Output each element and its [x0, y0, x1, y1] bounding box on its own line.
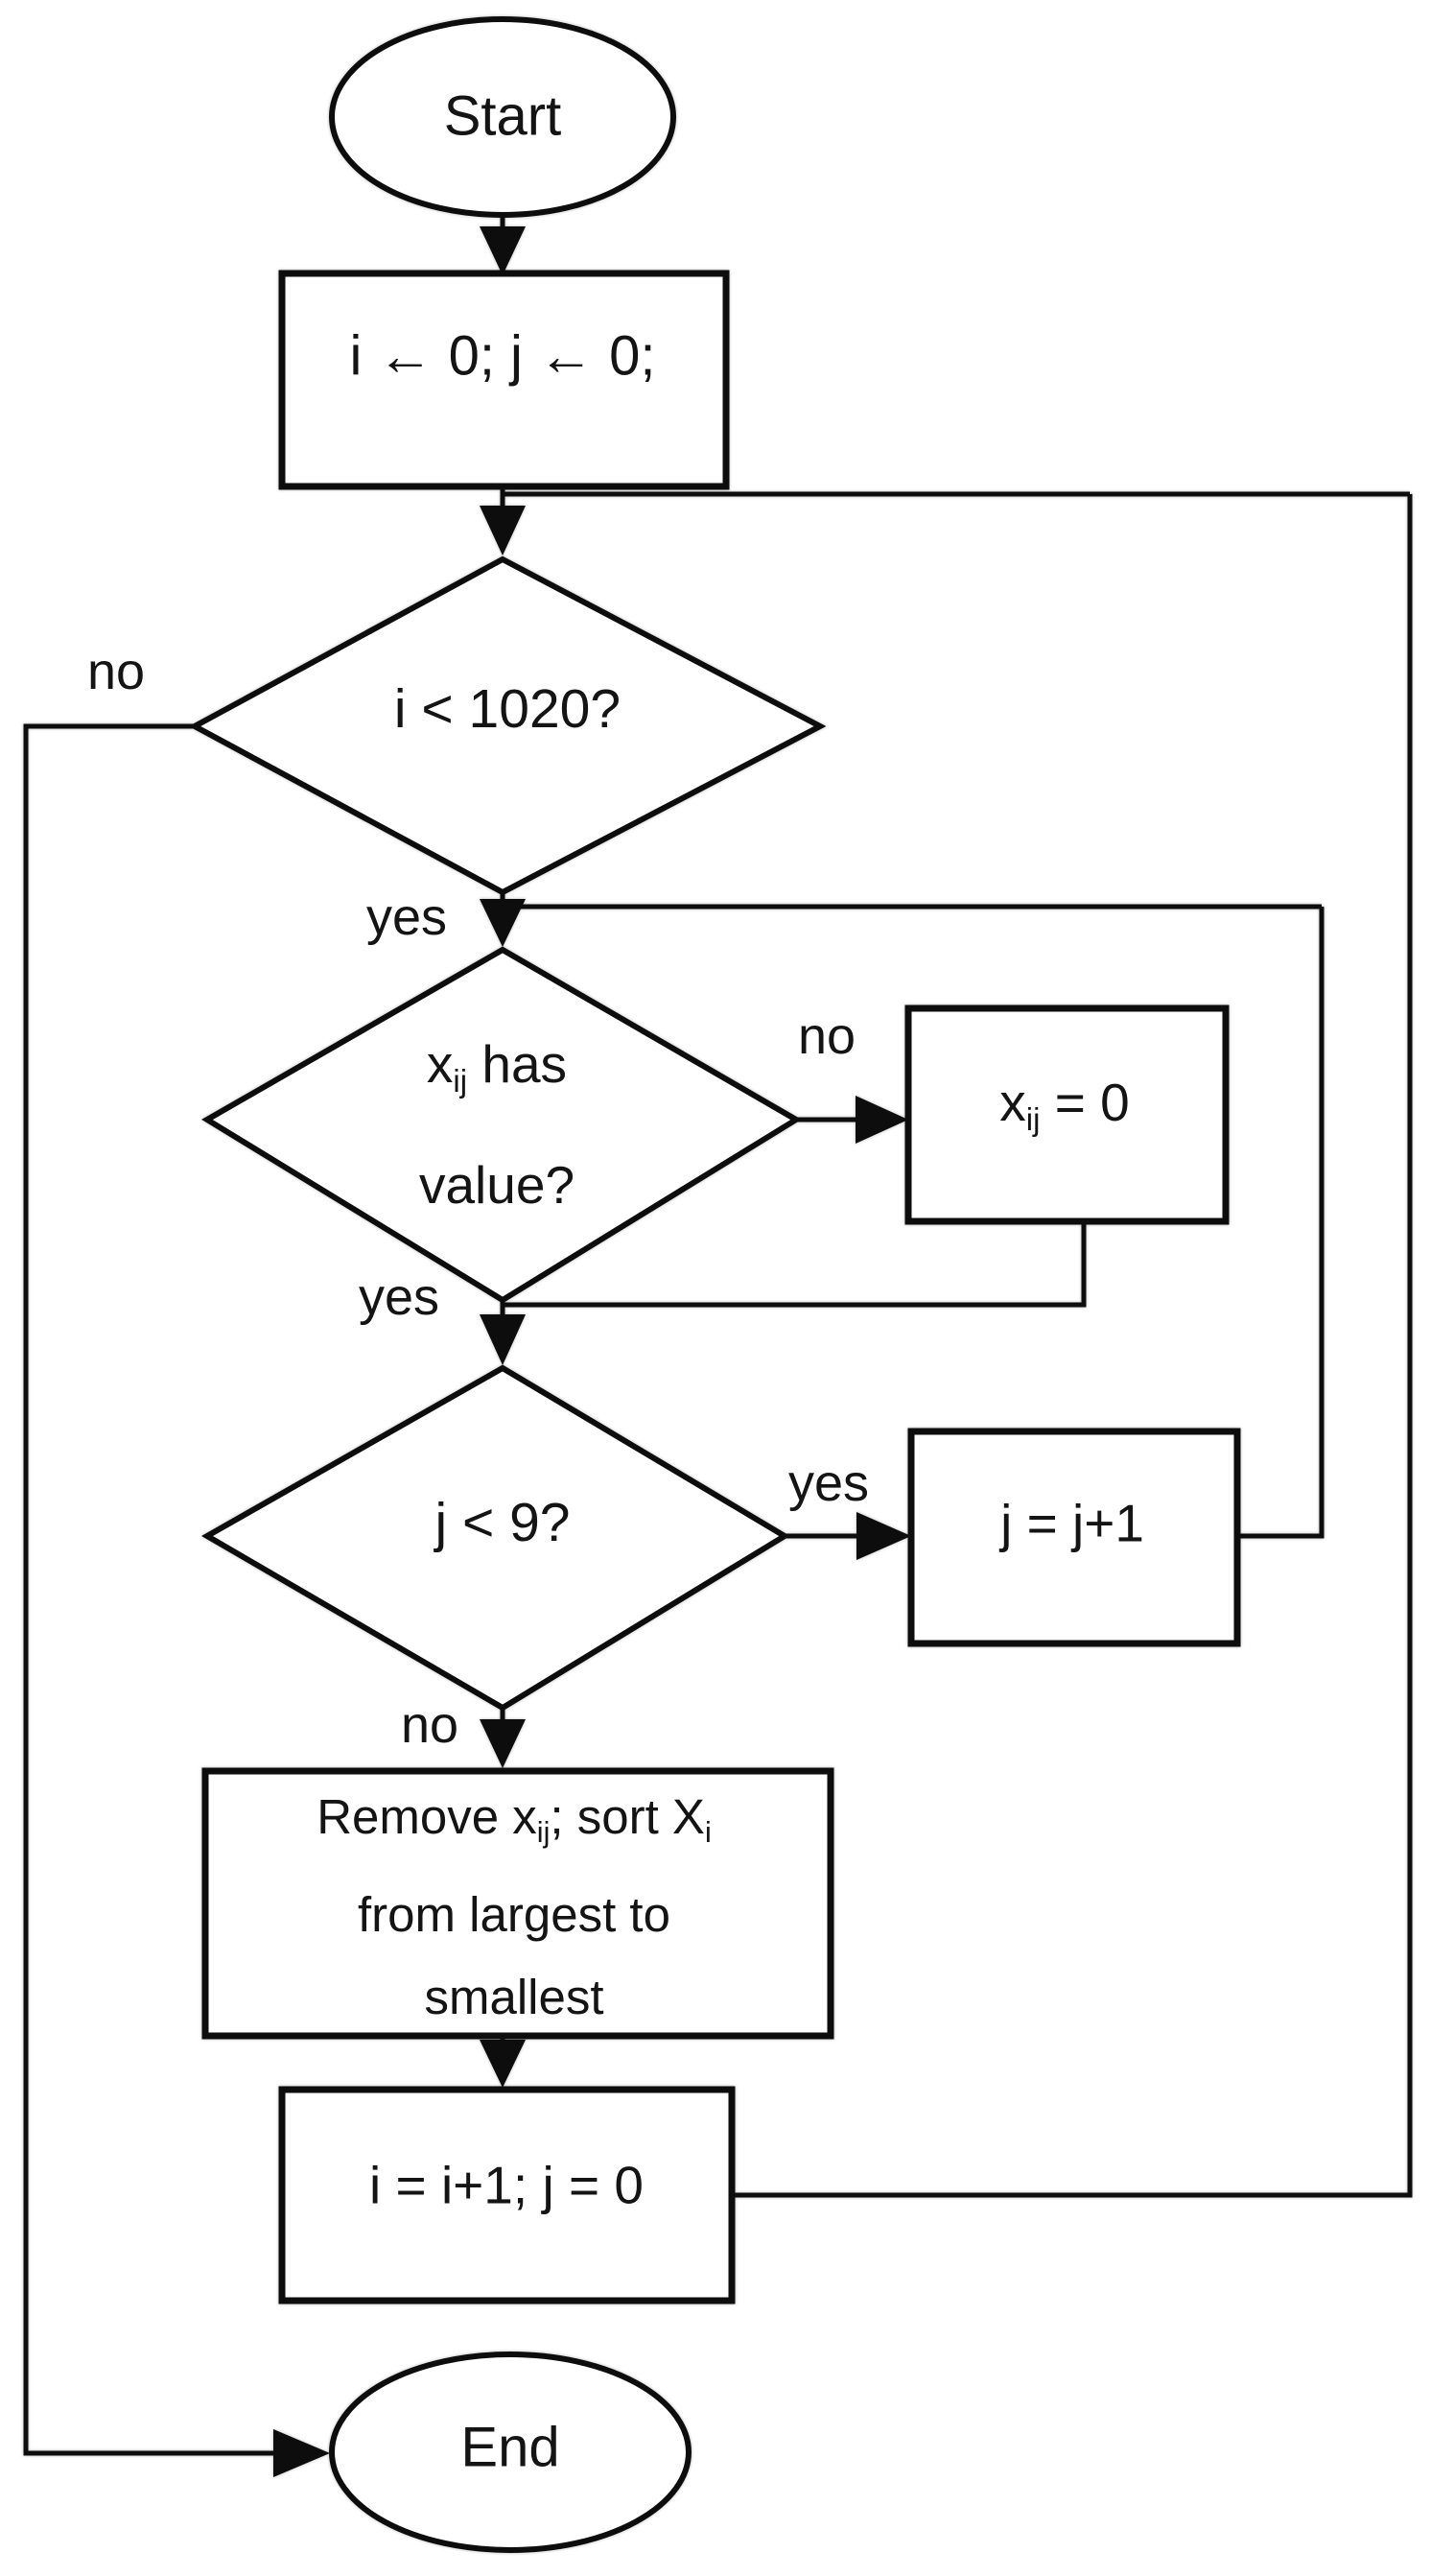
edge-label-no-j: no: [400, 1695, 459, 1754]
remove-label-subscript-ij: ij: [536, 1816, 551, 1850]
remove-label-line2: from largest to: [358, 1887, 670, 1943]
setzero-label-part: = 0: [1040, 1073, 1130, 1133]
remove-label-line3: smallest: [424, 1970, 604, 2025]
edge-loop-i-return: [732, 494, 1413, 2198]
init-label: i ← 0; j ← 0;: [349, 324, 656, 388]
decision-x-label-part: x: [426, 1034, 454, 1095]
edge-loop-j-return: [1237, 907, 1325, 1539]
edge-label-yes-x: yes: [358, 1267, 440, 1326]
arrowhead-into-init: [480, 226, 526, 275]
edge-cond-i-no-to-end: [23, 723, 276, 2456]
edge-label-no-x: no: [797, 1006, 856, 1065]
inci-label: i = i+1; j = 0: [369, 2155, 644, 2215]
arrowhead-into-setzero: [856, 1096, 908, 1144]
decision-x-shape: [201, 946, 802, 1304]
decision-j-shape: [200, 1364, 790, 1712]
decision-j-label: j < 9?: [434, 1492, 571, 1554]
arrowhead-into-remove: [480, 1719, 526, 1768]
remove-label-part: Remove x: [317, 1788, 537, 1844]
remove-label-part: ; sort X: [550, 1788, 705, 1844]
arrowhead-into-cond-i: [480, 506, 526, 555]
arrowhead-into-end: [273, 2429, 330, 2477]
remove-label: Remove xij; sort Xi from largest to smal…: [207, 1776, 821, 2039]
remove-label-subscript-i: i: [704, 1816, 712, 1850]
init-process-shape: [278, 270, 730, 490]
decision-x-label-part: has: [467, 1034, 568, 1095]
decision-x-label: xij has value?: [419, 1012, 575, 1237]
end-label: End: [460, 2416, 560, 2479]
setzero-label-subscript: ij: [1025, 1100, 1041, 1137]
incj-label: j = j+1: [1000, 1493, 1144, 1553]
edge-label-yes-j: yes: [787, 1453, 870, 1512]
remove-process-shape: [201, 1767, 834, 2040]
decision-x-label-subscript: ij: [453, 1062, 468, 1099]
decision-i-label: i < 1020?: [393, 678, 621, 741]
edge-label-no-i: no: [86, 642, 146, 700]
setzero-process-shape: [904, 1004, 1230, 1225]
setzero-label: xij = 0: [999, 1073, 1129, 1138]
decision-i-shape: [188, 555, 827, 896]
end-terminator-shape: [329, 2351, 692, 2553]
arrowhead-into-cond-j: [480, 1314, 526, 1365]
setzero-label-part: x: [999, 1073, 1026, 1133]
arrowhead-into-cond-x: [480, 899, 526, 947]
decision-x-label-line2: value?: [418, 1154, 575, 1215]
start-label: Start: [443, 84, 562, 148]
edge-setzero-return: [503, 1221, 1087, 1308]
arrowhead-into-incj: [856, 1512, 911, 1560]
arrowhead-into-inci: [480, 2040, 526, 2088]
incj-process-shape: [907, 1428, 1241, 1647]
edge-label-yes-i: yes: [365, 887, 448, 946]
inci-process-shape: [278, 2086, 736, 2304]
start-terminator-shape: [329, 16, 676, 218]
